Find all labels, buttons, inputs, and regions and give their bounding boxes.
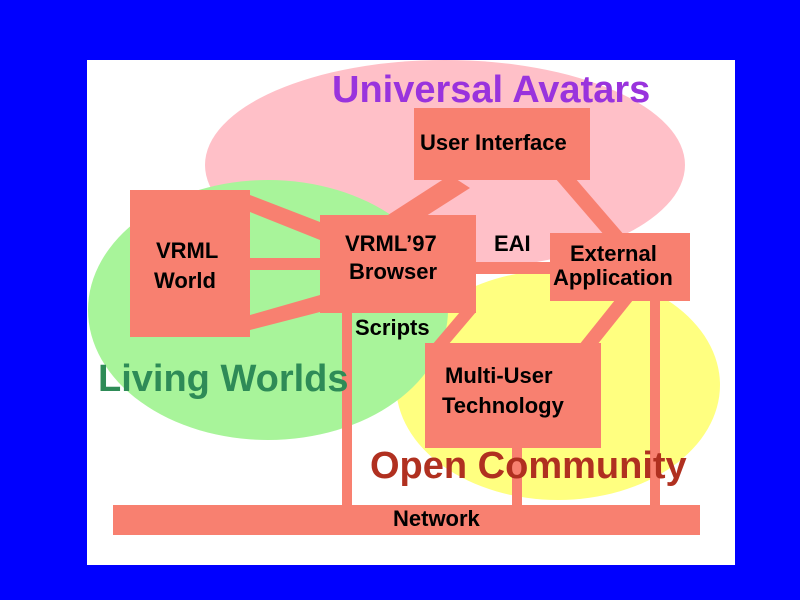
vrml-world-label-line1: VRML [156, 238, 219, 263]
multi-user-label-line2: Technology [442, 393, 564, 418]
scripts-label: Scripts [355, 315, 430, 340]
connector-eai [476, 262, 552, 274]
external-application-label-line2: Application [553, 265, 673, 290]
vrml97-browser-box [320, 215, 476, 313]
connector-scripts [342, 312, 352, 510]
connector-ui-browser [388, 175, 470, 225]
eai-label: EAI [494, 231, 531, 256]
open-community-title: Open Community [370, 445, 687, 487]
universal-avatars-title: Universal Avatars [332, 69, 651, 111]
user-interface-label: User Interface [420, 130, 567, 155]
vrml-world-label-line2: World [154, 268, 216, 293]
network-label: Network [393, 506, 480, 531]
multi-user-label-line1: Multi-User [445, 363, 553, 388]
connector-browser-multiuser [432, 312, 476, 345]
connector-world-browser-bottom [250, 295, 320, 330]
connector-external-network [650, 300, 660, 510]
connectors [250, 175, 660, 510]
external-application-box [550, 233, 690, 301]
external-application-label-line1: External [570, 241, 657, 266]
connector-world-browser-top [250, 195, 320, 240]
living-worlds-title: Living Worlds [98, 358, 349, 400]
vrml-world-box [130, 190, 250, 337]
connector-world-browser-mid [250, 258, 320, 270]
vrml97-browser-label-line2: Browser [349, 259, 438, 284]
multi-user-technology-box [425, 343, 601, 448]
connector-multiuser-network [512, 445, 522, 510]
connector-external-multiuser [579, 300, 633, 345]
network-bar [113, 505, 700, 535]
connector-ui-external [555, 178, 625, 236]
vrml97-browser-label-line1: VRML’97 [345, 231, 437, 256]
user-interface-box [414, 108, 590, 180]
